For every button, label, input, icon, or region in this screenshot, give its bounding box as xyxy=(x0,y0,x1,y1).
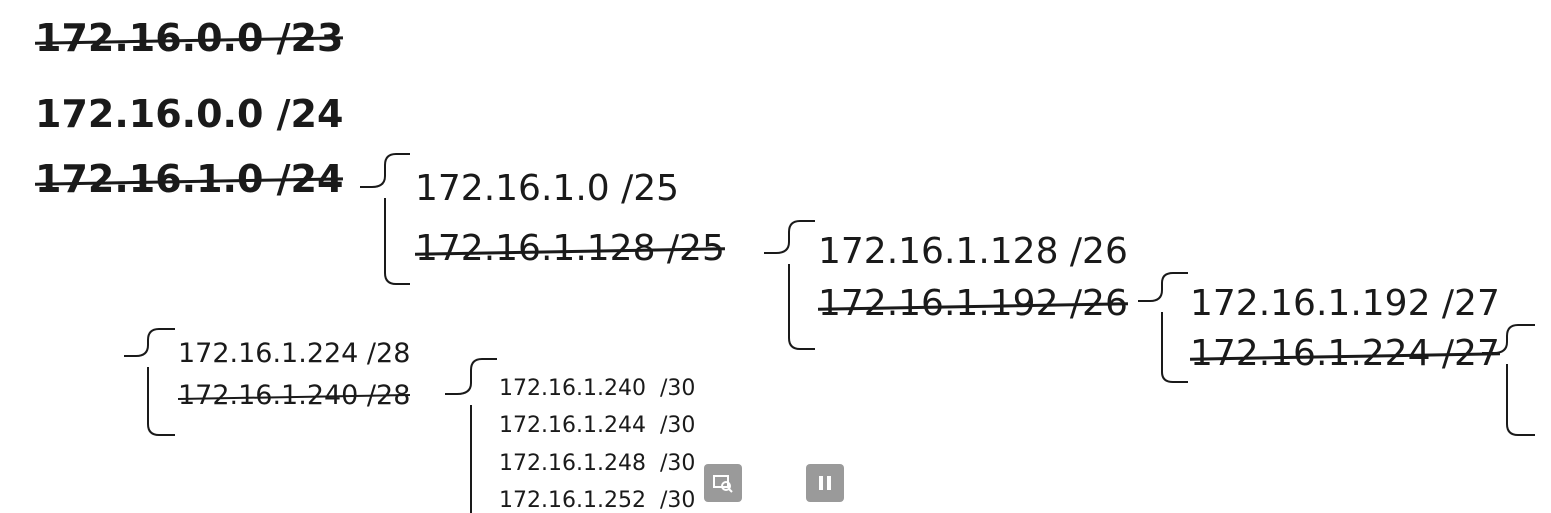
subnet-172-16-1-252-30: 172.16.1.252 /30 xyxy=(499,488,696,513)
subnet-172-16-1-224-28: 172.16.1.224 /28 xyxy=(178,338,411,369)
brace-level5 xyxy=(445,358,497,513)
zoom-icon xyxy=(713,475,733,493)
subnet-172-16-0-0-24: 172.16.0.0 /24 xyxy=(35,92,344,136)
subnet-172-16-1-240-28: 172.16.1.240 /28 xyxy=(178,380,411,411)
subnet-172-16-1-128-25: 172.16.1.128 /25 xyxy=(415,228,725,269)
subnet-172-16-1-128-26: 172.16.1.128 /26 xyxy=(818,231,1128,272)
brace-level4-left xyxy=(124,328,175,436)
subnet-172-16-1-240-30: 172.16.1.240 /30 xyxy=(499,376,696,401)
subnet-172-16-1-0-24: 172.16.1.0 /24 xyxy=(35,157,344,201)
pause-button[interactable] xyxy=(806,464,844,502)
subnet-172-16-1-244-30: 172.16.1.244 /30 xyxy=(499,413,696,438)
subnet-172-16-1-192-27: 172.16.1.192 /27 xyxy=(1190,283,1500,324)
zoom-button[interactable] xyxy=(704,464,742,502)
subnet-172-16-1-192-26: 172.16.1.192 /26 xyxy=(818,283,1128,324)
brace-level2 xyxy=(764,220,815,350)
pause-icon xyxy=(819,476,831,490)
brace-level1 xyxy=(360,153,410,285)
brace-level3 xyxy=(1138,272,1188,383)
subnet-172-16-1-224-27: 172.16.1.224 /27 xyxy=(1190,333,1500,374)
subnet-172-16-1-248-30: 172.16.1.248 /30 xyxy=(499,451,696,476)
subnet-172-16-0-0-23: 172.16.0.0 /23 xyxy=(35,16,344,60)
subnet-172-16-1-0-25: 172.16.1.0 /25 xyxy=(415,168,680,209)
